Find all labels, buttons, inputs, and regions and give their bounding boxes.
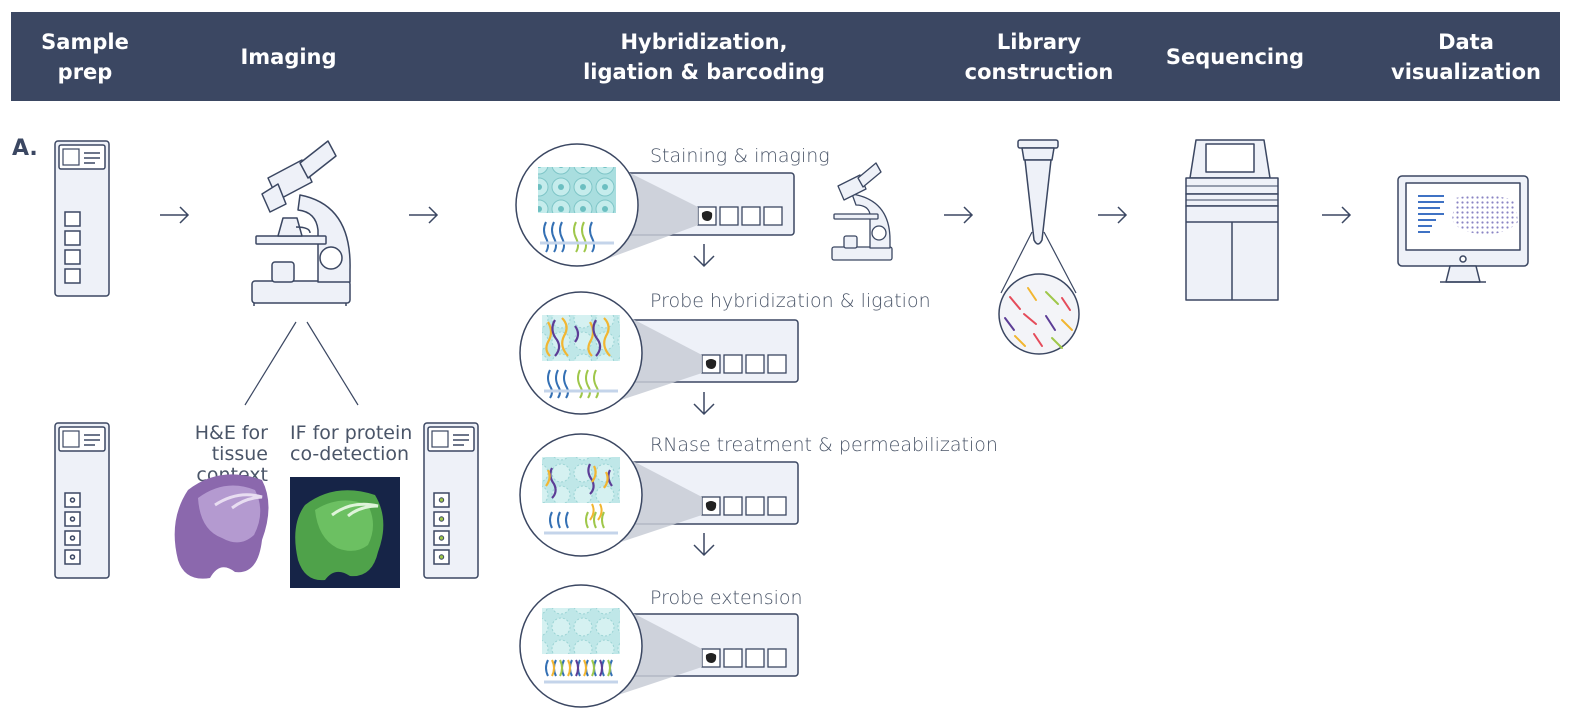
arrow-down-icon xyxy=(693,244,715,268)
if-label: IF for protein co-detection xyxy=(290,422,413,465)
arrow-down-icon xyxy=(693,392,715,416)
panel-label: A. xyxy=(12,136,38,161)
tube-icon xyxy=(998,139,1080,355)
slide-sample-prep xyxy=(54,140,110,297)
arrow-down-icon xyxy=(693,533,715,557)
step-label-extension: Probe extension xyxy=(650,587,803,609)
step-staining xyxy=(515,143,795,267)
library-fragments xyxy=(1004,287,1073,349)
step-label-staining: Staining & imaging xyxy=(650,145,830,167)
arrow-icon xyxy=(160,206,190,224)
arrow-icon xyxy=(1322,206,1352,224)
microscope-small-icon xyxy=(831,162,893,261)
stage-library-construction: Library construction xyxy=(964,29,1114,84)
slide-if xyxy=(423,422,479,579)
step-label-hybridization: Probe hybridization & ligation xyxy=(650,290,931,312)
stage-sequencing: Sequencing xyxy=(1165,44,1305,69)
arrow-icon xyxy=(1098,206,1128,224)
microscope-icon xyxy=(251,140,351,306)
stage-imaging: Imaging xyxy=(240,44,337,69)
arrow-icon xyxy=(944,206,974,224)
sequencer-icon xyxy=(1185,139,1279,301)
stage-sample-prep: Sample prep xyxy=(41,29,129,84)
workflow-header: Sample prep Imaging Hybridization, ligat… xyxy=(11,12,1560,101)
slide-sample-prep-bottom xyxy=(54,422,110,579)
step-label-rnase: RNase treatment & permeabilization xyxy=(650,434,998,456)
branch-lines xyxy=(244,321,359,406)
arrow-icon xyxy=(409,206,439,224)
stage-data-visualization: Data visualization xyxy=(1391,29,1541,84)
if-tissue-image xyxy=(290,477,400,588)
data-visualization-plot xyxy=(1418,195,1518,235)
step-hybridization xyxy=(519,291,799,415)
stage-hybridization: Hybridization, ligation & barcoding xyxy=(583,29,825,84)
he-tissue-image xyxy=(174,474,269,579)
step-extension xyxy=(519,584,799,708)
step-rnase xyxy=(519,433,799,557)
